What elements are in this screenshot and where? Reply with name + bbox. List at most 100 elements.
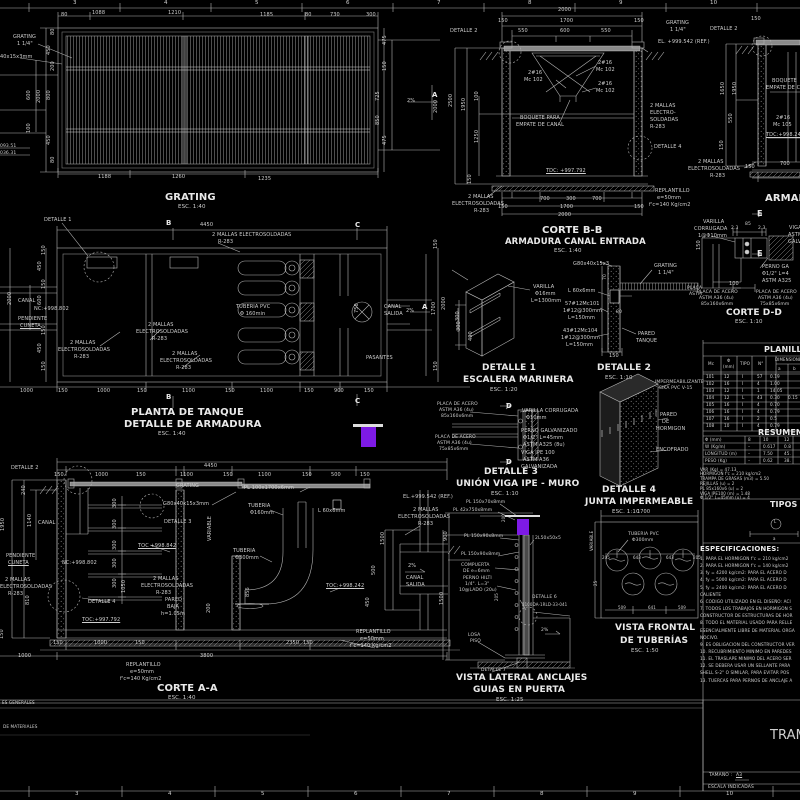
ruler-bottom-number: 8: [540, 791, 544, 797]
cad-label: EMPATE DE CANAL: [516, 122, 564, 128]
cad-label: 150: [467, 174, 473, 184]
selected-entity-gate-guide[interactable]: [353, 424, 383, 447]
especificacion-line: 7. TODOS LOS TRABAJOS EN HORMIGON S: [700, 606, 793, 612]
cad-label: 1100: [258, 472, 272, 478]
cad-label: 700: [592, 196, 602, 202]
cad-label: 1950: [732, 81, 738, 95]
cad-label: L: [774, 519, 777, 524]
cad-label: ESC. 1:40: [158, 431, 186, 437]
cad-label: 300: [112, 578, 118, 588]
cad-label: 150: [634, 18, 644, 24]
title-planilla: PLANILLA: [764, 345, 800, 354]
cad-label: GRATING: [13, 34, 37, 40]
cad-label: Φ300mm: [235, 555, 259, 561]
cad-title: DETALLE DE ARMADURA: [124, 419, 262, 430]
cad-label: TUBERIA PVC: [236, 304, 271, 310]
cad-label: CANAL: [384, 304, 402, 310]
cad-label: 1950: [0, 517, 6, 531]
cad-label: 1700: [560, 204, 574, 210]
planilla-cell: 14.05: [770, 387, 783, 393]
cad-label: ELECTRO-: [650, 110, 676, 116]
resumen-cell: –: [748, 457, 751, 463]
ruler-top-number: 7: [437, 0, 441, 6]
title-corte-bb: CORTE B-B: [542, 225, 603, 236]
cad-label: a: [773, 536, 776, 541]
detalle3-union-viga: [452, 402, 539, 466]
planilla-cell: 4: [757, 422, 760, 428]
cad-label: ESC. 1:25: [496, 697, 524, 703]
planilla-cell: 57: [757, 373, 763, 379]
title-detalle3: DETALLE 3: [484, 467, 538, 477]
pvc-pipes-plan: [237, 260, 300, 365]
resumen-note: VIGA IPE100 (m) = 1.48: [700, 490, 751, 496]
cad-label: 2 MALLAS: [5, 577, 31, 583]
cad-label: Mc 105: [773, 122, 792, 128]
especificacion-line: 9. ES OBLIGACION DEL CONSTRUCTOR VER: [700, 641, 795, 647]
cad-label: 2L50x50x5: [535, 536, 561, 541]
cad-label: 150: [382, 61, 388, 71]
cad-label: 300: [366, 12, 376, 18]
planilla-cell: 104: [706, 394, 715, 400]
cad-label: L=1300mm: [531, 298, 562, 304]
cad-label: ESC. 1:40: [168, 695, 196, 701]
cad-label: VARILLA: [703, 219, 725, 225]
cad-label: Φ16mm: [535, 291, 556, 297]
cad-title: ESCALERA MARINERA: [463, 375, 574, 385]
cad-label: 2100DA-1RLD-33-041: [522, 602, 568, 607]
cad-label: 150: [433, 239, 439, 249]
cad-label: 2 MALLAS: [153, 576, 179, 582]
cad-label: 509: [678, 605, 686, 610]
title-block: [702, 700, 800, 791]
cad-label: Φ 160min: [240, 311, 266, 317]
cad-label: 4450: [200, 222, 214, 228]
cad-label: 300: [112, 558, 118, 568]
cad-label: DE MATERIALES: [3, 724, 38, 729]
planilla-cell: 12: [724, 373, 730, 379]
cad-label: TOC:+997.792: [82, 617, 121, 623]
cad-label: 810: [25, 595, 31, 605]
cad-label: 550: [518, 28, 528, 34]
armadura-canal-salida: [725, 35, 800, 258]
cad-title: B: [166, 393, 172, 401]
cad-label: 200: [501, 514, 506, 522]
ruler-top-number: 6: [346, 0, 350, 6]
cad-label: PLACA DE ACERO: [697, 290, 738, 295]
resumen-cell: –: [748, 443, 751, 449]
cad-label: 725: [375, 91, 381, 101]
cad-label: PASANTES: [366, 355, 393, 361]
resumen-note: REJILLAS (u) = 2: [700, 480, 735, 486]
cad-label: 2 MALLAS: [650, 103, 676, 109]
cad-label: TOC +998.842: [138, 543, 177, 549]
cad-label: 300: [566, 196, 576, 202]
pipe-160: [297, 501, 307, 548]
title-armadura: ARMADURA: [765, 193, 800, 204]
cad-label: Φ160mm: [250, 510, 274, 516]
title-vista-frontal: VISTA FRONTAL: [615, 623, 696, 633]
cad-label: f'c=140 Kg/cm2: [649, 202, 691, 208]
cad-label: ELECTROSOLDADAS: [398, 514, 450, 520]
cad-label: 750: [354, 303, 360, 313]
planilla-cell: 4: [757, 380, 760, 386]
cad-label: DETALLE 3: [164, 519, 192, 525]
cad-title: JUNTA IMPERMEABLE: [585, 497, 694, 507]
planilla-cell: 1.00: [770, 380, 780, 386]
cad-label: 2#16: [598, 60, 613, 66]
cad-label: Φ: [727, 358, 731, 363]
title-corte-dd: CORTE D-D: [726, 308, 782, 318]
cad-label: 1100: [180, 472, 194, 478]
cad-label: 150: [745, 164, 755, 170]
data-panel-grid: [702, 340, 800, 791]
selected-entity-gate-plate[interactable]: [505, 515, 540, 535]
planilla-cell: 16: [724, 408, 730, 414]
ruler-bottom-number: 9: [633, 791, 637, 797]
cad-label: 700: [540, 196, 550, 202]
cad-label: 150: [135, 640, 145, 646]
planilla-cell: I: [742, 408, 744, 414]
cad-label: R-283: [418, 521, 434, 527]
cad-label: DETALLE 2: [710, 26, 738, 32]
cad-label: ASTM A36 (4u): [439, 408, 474, 413]
planilla-cell: I: [742, 380, 744, 386]
cad-label: 450: [37, 261, 43, 271]
planilla-cell: 43: [757, 394, 763, 400]
cad-label: 10@LADO (20u): [459, 588, 497, 593]
